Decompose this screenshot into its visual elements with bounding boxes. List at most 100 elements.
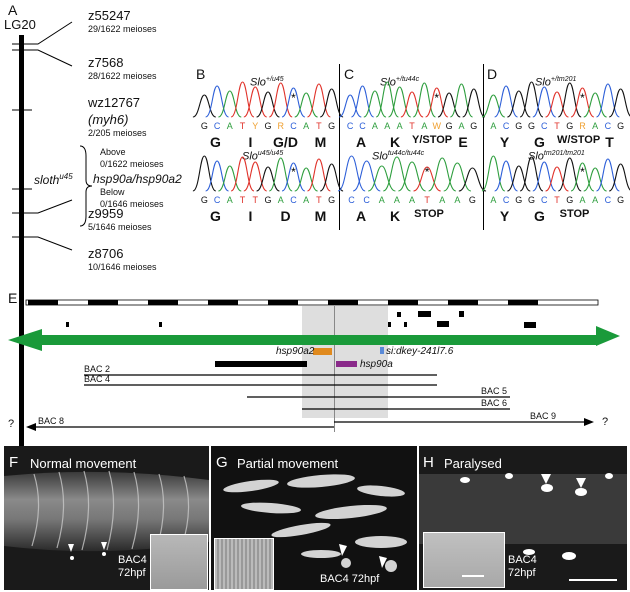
base-letter: C <box>359 121 366 131</box>
amino-acid: A <box>355 208 367 224</box>
chromatogram-peak <box>192 94 217 118</box>
base-letter: G <box>566 121 573 131</box>
base-letter: Y <box>252 121 258 131</box>
chromatogram-peak <box>557 82 582 118</box>
mutation-star: * <box>291 91 296 105</box>
amino-acid: I <box>248 208 253 224</box>
base-letter: C <box>605 195 612 205</box>
marker-z55247-meioses: 29/1622 meioses <box>88 24 157 34</box>
chromatogram-peak <box>458 167 487 192</box>
base-letter: G <box>201 195 208 205</box>
panel-g-image <box>211 446 417 590</box>
mutation-star: * <box>580 165 585 179</box>
panel-h-bac: BAC4 <box>508 554 537 566</box>
below-meioses: 0/1646 meioses <box>100 199 164 209</box>
base-letter: A <box>490 121 496 131</box>
base-letter: T <box>316 195 322 205</box>
base-letter: C <box>541 195 548 205</box>
panel-g-inset <box>214 538 274 590</box>
base-letter: A <box>592 121 598 131</box>
bac9-label: BAC 9 <box>530 411 557 421</box>
base-letter: C <box>363 195 370 205</box>
chromatogram-peak <box>507 165 531 192</box>
base-letter: G <box>469 195 476 205</box>
marker-z7568: z7568 <box>88 55 124 70</box>
panel-h-title: Paralysed <box>444 456 502 471</box>
base-letter: A <box>458 121 464 131</box>
bac8-label: BAC 8 <box>38 416 65 426</box>
gene-arrow-left <box>8 329 596 351</box>
base-letter: T <box>240 121 246 131</box>
hsp90a-label: hsp90a <box>360 359 393 370</box>
amino-acid: G <box>210 208 221 224</box>
base-letter: C <box>214 121 221 131</box>
bac8-question: ? <box>8 418 15 430</box>
sidkey-label: si:dkey-241l7.6 <box>386 346 454 357</box>
chromatogram-peak <box>519 81 544 118</box>
chromatogram-peak <box>425 87 449 118</box>
base-letter: A <box>439 195 445 205</box>
base-letter: C <box>541 121 548 131</box>
chromatogram-peak <box>583 167 607 192</box>
base-letter: G <box>470 121 477 131</box>
above-label: Above <box>100 147 126 157</box>
panel-f-label: F <box>9 454 19 471</box>
mutation-star: * <box>425 165 430 179</box>
lg20-label: LG20 <box>4 17 36 32</box>
panel-g-title: Partial movement <box>237 456 339 471</box>
panel-h-hpf: 72hpf <box>508 567 536 579</box>
chromatogram-peak <box>230 156 255 192</box>
chromatogram-peak <box>608 163 630 192</box>
base-letter: W <box>432 121 441 131</box>
base-letter: G <box>201 121 208 131</box>
base-letter: C <box>214 195 221 205</box>
chromatogram-peak <box>367 165 396 192</box>
bac6-label: BAC 6 <box>481 398 508 408</box>
base-letter: C <box>290 121 297 131</box>
panel-f-title: Normal movement <box>30 456 137 471</box>
chromatogram-peak <box>218 90 242 118</box>
chromatogram-peak <box>307 83 331 118</box>
chromatogram-peak <box>570 162 595 192</box>
marker-wz12767-meioses: 2/205 meioses <box>88 128 147 138</box>
amino-acid: I <box>248 134 253 150</box>
panel-a-lines <box>12 21 93 251</box>
base-letter: C <box>503 195 510 205</box>
base-letter: G <box>446 121 453 131</box>
chromatogram-peak <box>383 156 411 192</box>
panel-b-bottom-title: Slou45/u45 <box>242 150 284 163</box>
panel-b-top-title: Slo+/u45 <box>250 76 284 89</box>
base-letter: A <box>303 195 309 205</box>
chromatogram-peak <box>351 85 374 118</box>
marker-myh6: (myh6) <box>88 112 129 127</box>
chromatogram-peak <box>398 161 426 192</box>
chromatogram-peak <box>437 92 461 118</box>
sidkey-box <box>380 347 384 354</box>
chromatogram-peak <box>338 94 362 118</box>
mutation-star: * <box>434 91 439 105</box>
chromatogram-peak <box>319 88 344 118</box>
chromatogram-peak <box>268 82 293 118</box>
base-letter: A <box>592 195 598 205</box>
chromatogram-peak <box>388 86 412 118</box>
marker-z7568-meioses: 28/1622 meioses <box>88 71 157 81</box>
below-label: Below <box>100 187 125 197</box>
chromatogram-peak <box>281 87 306 118</box>
marker-z9959-meioses: 5/1646 meioses <box>88 222 152 232</box>
chromatogram-peak <box>532 161 556 192</box>
chromatogram-peak <box>545 91 569 118</box>
base-letter: G <box>515 121 522 131</box>
divider-cd <box>483 64 484 230</box>
base-letter: T <box>554 195 560 205</box>
bac9-question: ? <box>602 416 609 428</box>
chromatogram-peak <box>481 155 506 192</box>
chromatogram-peak <box>375 81 399 118</box>
hsp90a2-box <box>313 348 332 355</box>
chromatogram-peak <box>363 90 387 118</box>
base-letter: T <box>316 121 322 131</box>
amino-acid: STOP <box>559 208 590 220</box>
chromatogram-peak <box>400 91 424 118</box>
hsp90-label: hsp90a/hsp90a2 <box>93 172 182 186</box>
base-letter: R <box>277 121 284 131</box>
